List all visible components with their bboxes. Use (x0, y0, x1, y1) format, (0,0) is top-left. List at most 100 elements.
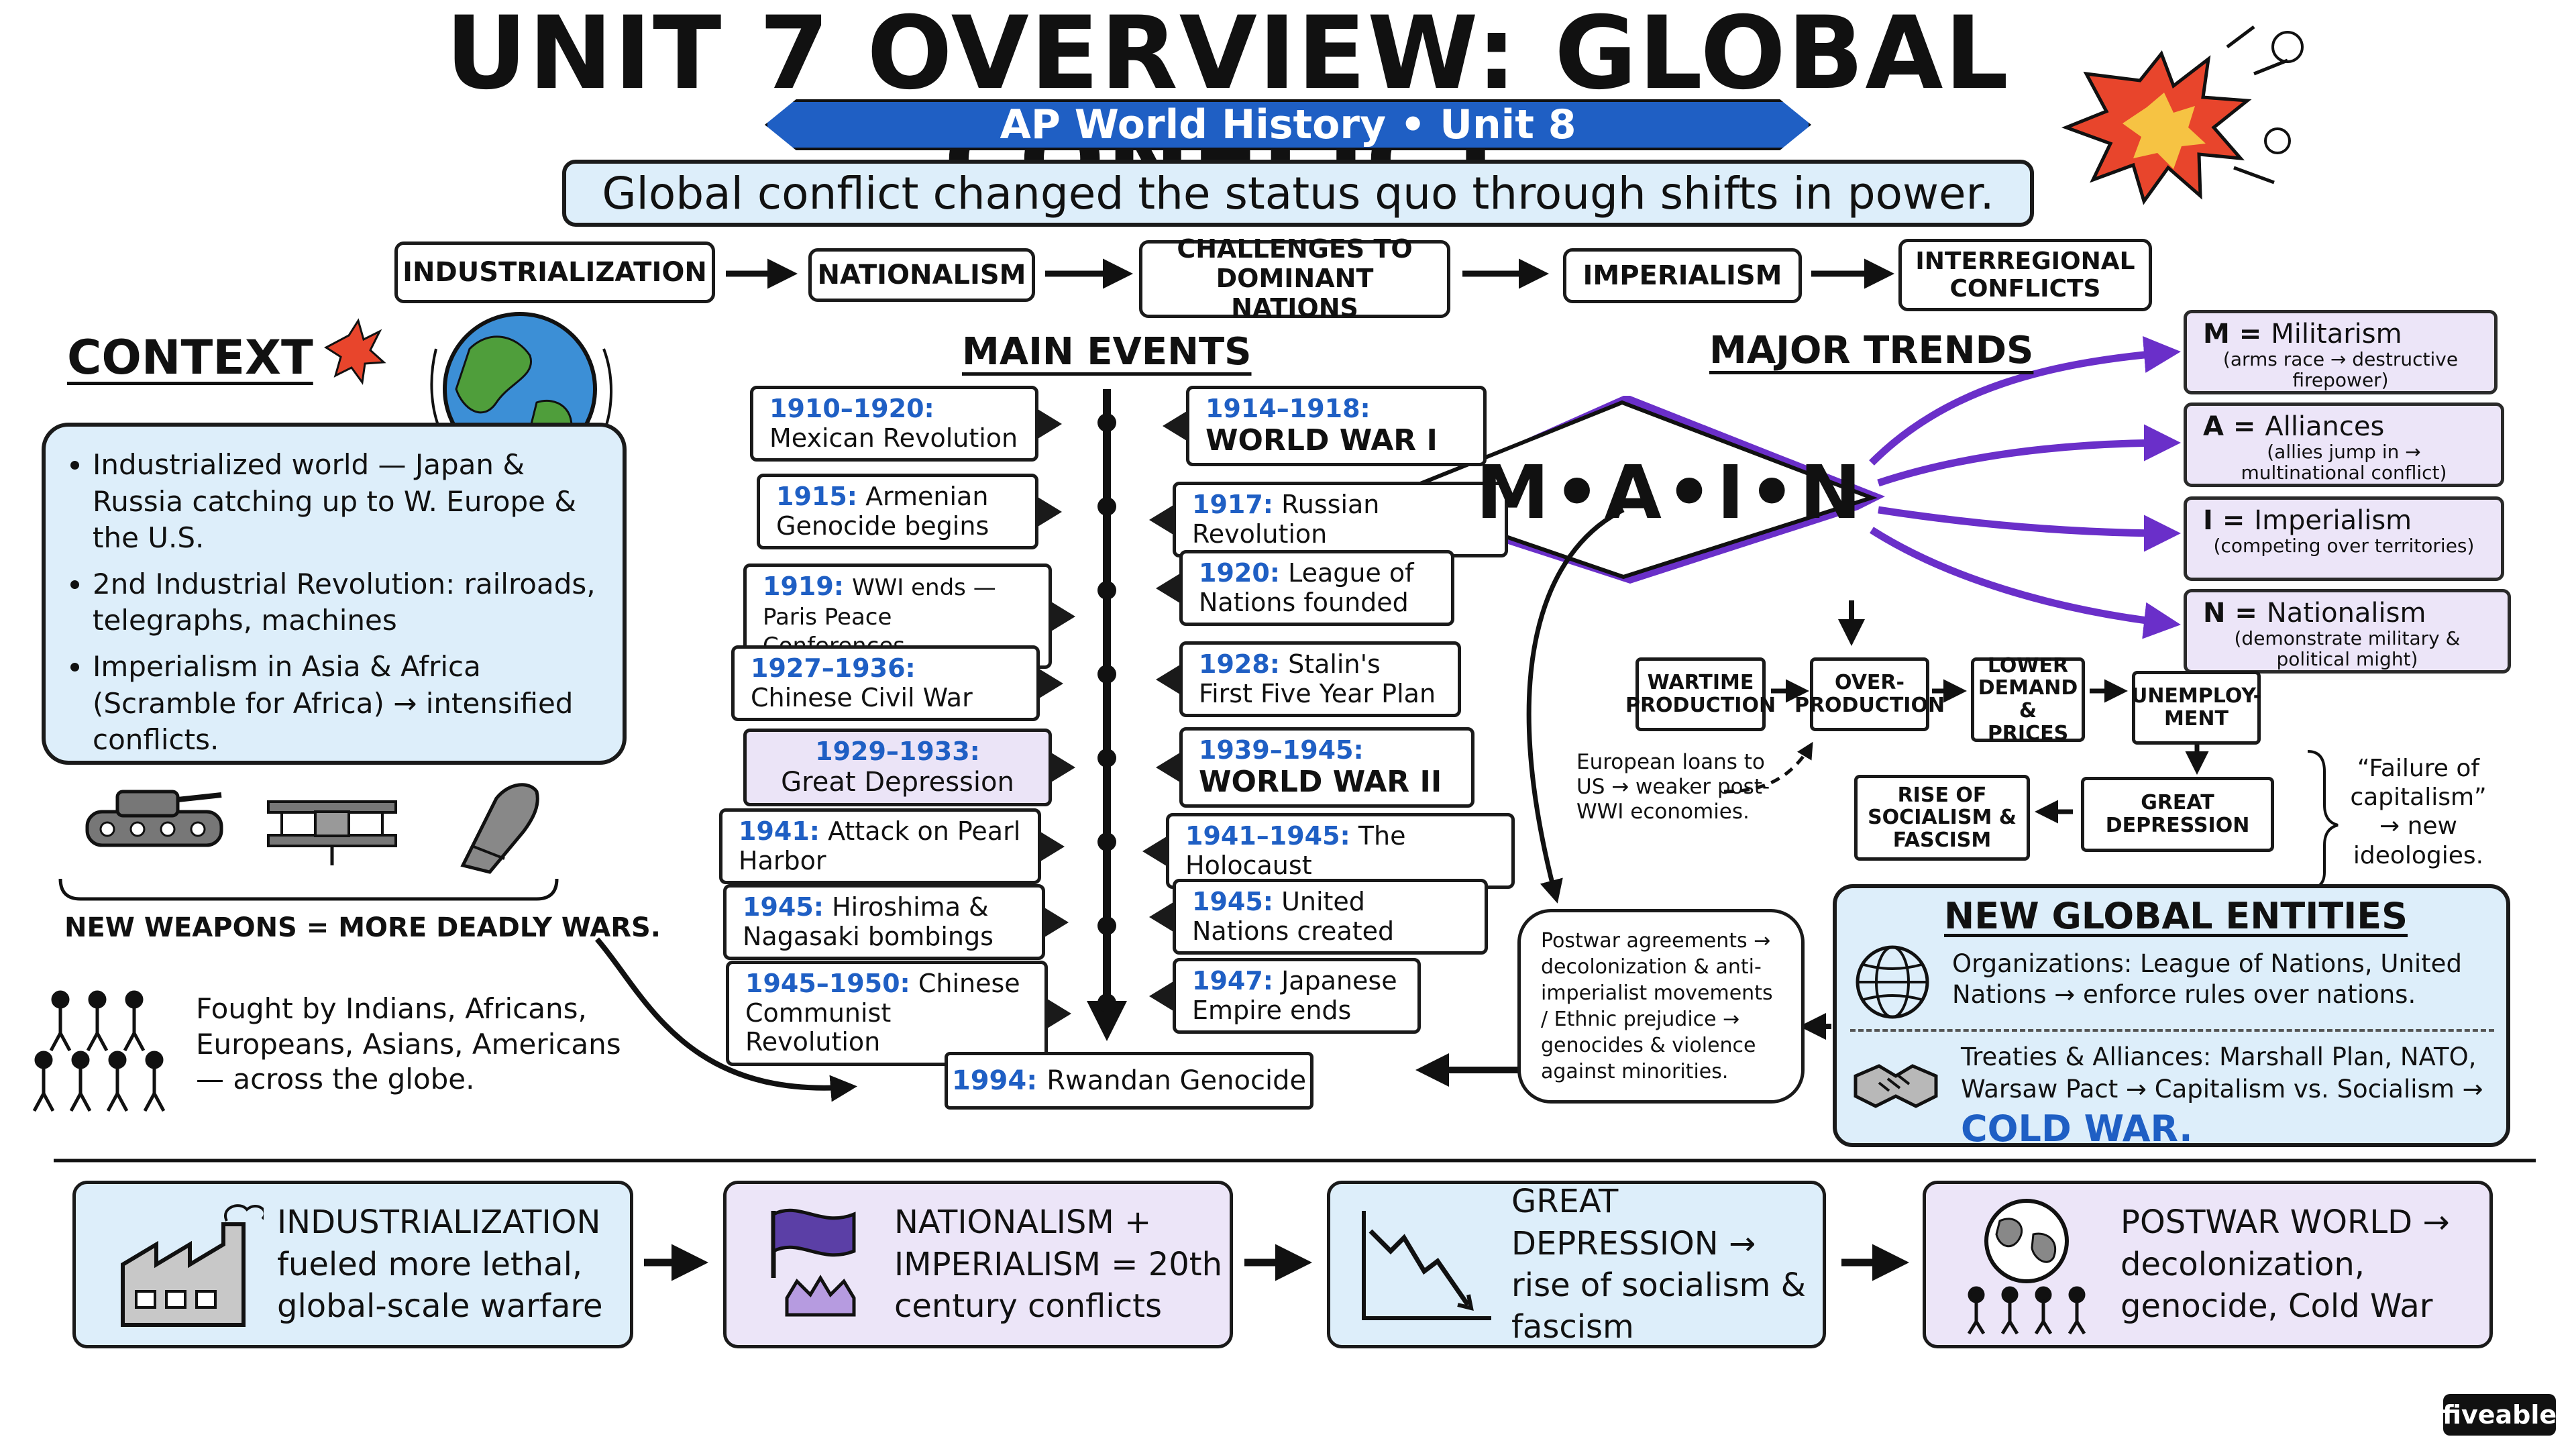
event-text: Armenian Genocide begins (776, 482, 989, 541)
weapons-bracket (58, 878, 559, 901)
context-bullet: Imperialism in Asia & Africa (Scramble f… (93, 649, 602, 759)
event-final-rwanda: 1994: Rwandan Genocide (945, 1052, 1313, 1110)
event-year: 1910–1920: (769, 394, 934, 423)
event-right-3: 1920: League of Nations founded (1179, 550, 1454, 627)
event-text: Great Depression (781, 766, 1014, 798)
chain-lower-demand: LOWER DEMAND & PRICES (1971, 655, 2085, 745)
event-left-5: 1929–1933: Great Depression (743, 729, 1052, 806)
tank-icon (85, 790, 223, 847)
event-text: Russian Revolution (1192, 490, 1380, 549)
flow-box-nationalism: NATIONALISM (808, 248, 1035, 302)
event-text: Chinese Civil War (751, 682, 973, 712)
main-word: Imperialism (2254, 505, 2412, 536)
context-to-rwanda-arrow (594, 937, 857, 1102)
bullet-icon (460, 783, 539, 874)
summary-text: GREAT DEPRESSION → rise of socialism & f… (1511, 1183, 1807, 1346)
entities-organizations: Organizations: League of Nations, United… (1952, 949, 2462, 1010)
thesis-text: Global conflict changed the status quo t… (602, 167, 1994, 219)
main-item-militarism: M = Militarism (arms race → destructive … (2184, 310, 2498, 394)
main-purple-arrows (1869, 336, 2181, 639)
event-left-6: 1941: Attack on Pearl Harbor (719, 808, 1041, 885)
declining-chart-icon (1362, 1211, 1491, 1320)
factory-icon (121, 1204, 264, 1327)
event-year: 1914–1918: (1205, 394, 1371, 423)
chain-great-depression: GREAT DEPRESSION (2081, 777, 2274, 852)
main-letter: A (2203, 411, 2224, 442)
summary-text: NATIONALISM + IMPERIALISM = 20th century… (894, 1203, 1223, 1326)
timeline-dots (1097, 413, 1116, 1012)
flow-box-industrialization: INDUSTRIALIZATION (394, 241, 715, 303)
postwar-note-box: Postwar agreements → decolonization & an… (1517, 909, 1805, 1104)
main-item-alliances: A = Alliances (allies jump in → multinat… (2184, 402, 2504, 487)
flow-label: NATIONALISM (817, 260, 1026, 290)
event-text: Attack on Pearl Harbor (739, 816, 1021, 875)
main-note: (allies jump in → multinational conflict… (2241, 441, 2447, 484)
summary-card-industrialization: INDUSTRIALIZATION fueled more lethal, gl… (72, 1181, 633, 1348)
summary-card-great-depression: GREAT DEPRESSION → rise of socialism & f… (1327, 1181, 1826, 1348)
event-year: 1917: (1192, 490, 1273, 519)
flow-box-interregional: INTERREGIONAL CONFLICTS (1898, 239, 2152, 311)
entities-cold-war: COLD WAR. (1961, 1108, 2193, 1150)
main-word: Alliances (2265, 411, 2385, 442)
main-acronym: M•A•I•N (1476, 449, 1866, 535)
chain-overproduction: OVER- PRODUCTION (1794, 657, 1945, 731)
event-text: United Nations created (1192, 887, 1395, 946)
event-year: 1919: (763, 572, 844, 601)
chain-wartime-production: WARTIME PRODUCTION (1625, 657, 1776, 731)
handshake-icon (1854, 1064, 1938, 1108)
flow-box-imperialism: IMPERIALISM (1563, 248, 1802, 303)
event-text: Stalin's First Five Year Plan (1199, 649, 1436, 708)
spark-icon (324, 318, 386, 385)
brand-badge: fiveable (2442, 1394, 2557, 1436)
context-bullet: Industrialized world — Japan & Russia ca… (93, 447, 602, 557)
trends-heading: MAJOR TRENDS (1709, 329, 2034, 372)
summary-card-nationalism: NATIONALISM + IMPERIALISM = 20th century… (723, 1181, 1233, 1348)
main-item-imperialism: I = Imperialism (competing over territor… (2184, 496, 2504, 581)
event-left-7: 1945: Hiroshima & Nagasaki bombings (723, 884, 1045, 961)
event-year: 1941: (739, 816, 820, 846)
summary-text: POSTWAR WORLD → decolonization, genocide… (2121, 1203, 2450, 1326)
event-left-4: 1927–1936: Chinese Civil War (731, 645, 1040, 722)
main-letter: M (2203, 319, 2230, 350)
event-text: WORLD WAR I (1205, 423, 1438, 458)
event-text: Mexican Revolution (769, 423, 1018, 453)
main-note: (arms race → destructive firepower) (2222, 348, 2459, 391)
event-year: 1939–1945: (1199, 735, 1364, 765)
summary-text: INDUSTRIALIZATION fueled more lethal, gl… (277, 1203, 603, 1326)
event-text: Japanese Empire ends (1192, 966, 1397, 1025)
chain-unemployment: UNEMPLOY- MENT (2131, 671, 2261, 745)
entities-box: NEW GLOBAL ENTITIES Organizations: Leagu… (1833, 884, 2510, 1150)
main-word: Militarism (2271, 319, 2402, 350)
event-text: League of Nations founded (1199, 558, 1414, 617)
main-note: (demonstrate military & political might) (2234, 627, 2461, 670)
loans-arrow (1723, 741, 1813, 794)
event-left-2: 1915: Armenian Genocide begins (757, 474, 1038, 550)
weapons-caption: NEW WEAPONS = MORE DEADLY WARS. (64, 912, 661, 943)
event-year: 1941–1945: (1185, 821, 1350, 851)
brand-text: fiveable (2442, 1400, 2557, 1430)
main-note: (competing over territories) (2213, 535, 2475, 557)
event-text: The Holocaust (1185, 821, 1406, 880)
biplane-icon (267, 800, 397, 865)
event-text: Chinese Communist Revolution (745, 969, 1020, 1057)
explosion-icon (2061, 25, 2304, 205)
summary-card-postwar: POSTWAR WORLD → decolonization, genocide… (1923, 1181, 2493, 1348)
flow-label: INTERREGIONAL CONFLICTS (1915, 247, 2135, 303)
globe-grid-icon (1856, 945, 1929, 1019)
event-year: 1928: (1199, 649, 1280, 679)
flag-crown-icon (771, 1208, 856, 1317)
subtitle-banner: AP World History • Unit 8 (765, 99, 1811, 150)
flow-label: CHALLENGES TO DOMINANT NATIONS (1177, 234, 1413, 323)
failure-brace (2307, 750, 2339, 890)
main-letter: I (2203, 505, 2213, 536)
event-year: 1945–1950: (745, 969, 910, 998)
main-letter: N (2203, 598, 2226, 629)
event-year: 1947: (1192, 966, 1273, 996)
world-people-icon (1967, 1199, 2086, 1335)
flow-label: IMPERIALISM (1582, 260, 1782, 291)
context-bullet: 2nd Industrial Revolution: railroads, te… (93, 566, 602, 639)
event-text: Rwandan Genocide (1046, 1065, 1307, 1096)
failure-note: “Failure of capitalism” → new ideologies… (2350, 755, 2487, 869)
event-right-8: 1947: Japanese Empire ends (1173, 958, 1421, 1034)
event-left-8: 1945–1950: Chinese Communist Revolution (726, 961, 1048, 1067)
